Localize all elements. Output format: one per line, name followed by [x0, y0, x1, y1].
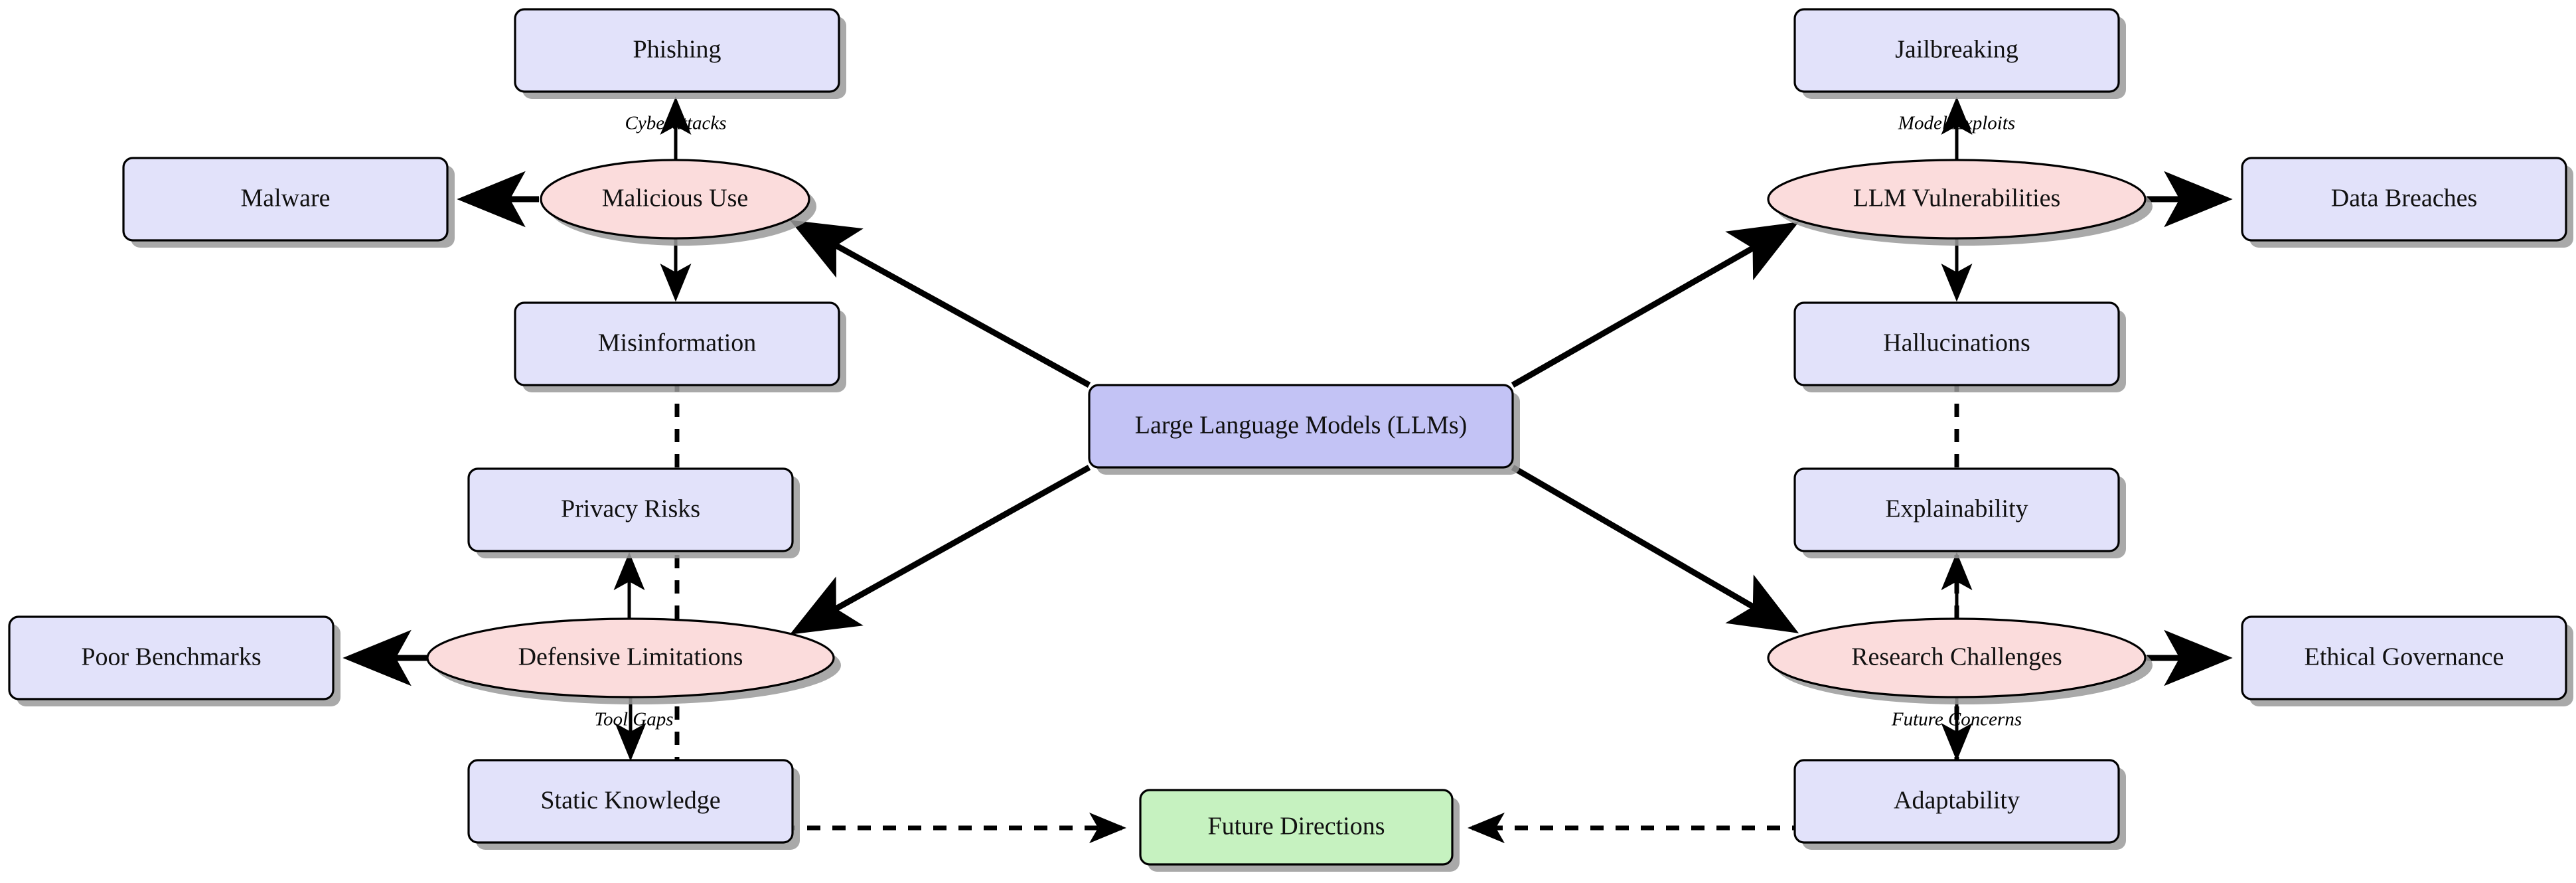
node-ellipse[interactable]	[1767, 159, 2147, 240]
node-label-future: Future Directions	[1207, 813, 1385, 841]
node-label-phishing: Phishing	[633, 36, 721, 64]
node-malware[interactable]: Malware	[122, 157, 455, 248]
edge-label-future-concerns: Future Concerns	[1891, 709, 2022, 730]
node-box[interactable]	[8, 615, 335, 700]
node-box[interactable]	[467, 759, 794, 844]
node-label-static: Static Knowledge	[540, 787, 720, 815]
node-label-breaches: Data Breaches	[2331, 185, 2478, 212]
node-phishing[interactable]: Phishing	[514, 8, 846, 99]
node-label-defensive: Defensive Limitations	[518, 643, 743, 671]
node-box[interactable]	[1793, 301, 2120, 386]
node-box[interactable]	[467, 467, 794, 552]
node-benchmarks[interactable]: Poor Benchmarks	[8, 615, 341, 706]
node-label-adaptability: Adaptability	[1894, 787, 2020, 815]
edge-label-model-exploits: Model Exploits	[1898, 113, 2015, 134]
node-box[interactable]	[1793, 467, 2120, 552]
node-ellipse[interactable]	[1767, 617, 2147, 698]
edge-label-cyberattacks: Cyberattacks	[625, 113, 726, 134]
node-label-explainability: Explainability	[1885, 495, 2028, 523]
node-label-governance: Ethical Governance	[2305, 643, 2504, 671]
edge-llms-to-malicious	[789, 220, 1091, 388]
node-box[interactable]	[1088, 384, 1514, 469]
node-ellipse[interactable]	[540, 159, 810, 240]
node-research[interactable]: Research Challenges	[1767, 617, 2153, 704]
node-adaptability[interactable]: Adaptability	[1793, 759, 2126, 850]
node-privacy[interactable]: Privacy Risks	[467, 467, 800, 558]
node-hallucinations[interactable]: Hallucinations	[1793, 301, 2126, 392]
node-label-malicious: Malicious Use	[602, 185, 749, 212]
node-label-llms: Large Language Models (LLMs)	[1135, 412, 1468, 440]
node-box[interactable]	[2241, 615, 2567, 700]
node-static[interactable]: Static Knowledge	[467, 759, 800, 850]
node-future[interactable]: Future Directions	[1139, 789, 1460, 872]
node-box[interactable]	[122, 157, 449, 242]
node-box[interactable]	[514, 301, 840, 386]
node-label-benchmarks: Poor Benchmarks	[81, 643, 261, 671]
node-label-malware: Malware	[240, 185, 330, 212]
node-llms[interactable]: Large Language Models (LLMs)	[1088, 384, 1520, 475]
node-explainability[interactable]: Explainability	[1793, 467, 2126, 558]
edge-llms-to-defensive	[789, 465, 1091, 635]
node-label-vulnerabilities: LLM Vulnerabilities	[1853, 185, 2061, 212]
node-box[interactable]	[514, 8, 840, 93]
node-ellipse[interactable]	[426, 617, 835, 698]
node-label-research: Research Challenges	[1851, 643, 2062, 671]
node-box[interactable]	[1793, 8, 2120, 93]
node-label-misinformation: Misinformation	[598, 329, 757, 357]
node-governance[interactable]: Ethical Governance	[2241, 615, 2573, 706]
node-breaches[interactable]: Data Breaches	[2241, 157, 2573, 248]
node-vulnerabilities[interactable]: LLM Vulnerabilities	[1767, 159, 2153, 246]
node-box[interactable]	[1793, 759, 2120, 844]
edge-label-tool-gaps: Tool Gaps	[594, 709, 673, 730]
node-label-jailbreaking: Jailbreaking	[1895, 36, 2018, 64]
node-label-hallucinations: Hallucinations	[1883, 329, 2030, 357]
node-malicious[interactable]: Malicious Use	[540, 159, 816, 246]
node-label-privacy: Privacy Risks	[561, 495, 700, 523]
node-jailbreaking[interactable]: Jailbreaking	[1793, 8, 2126, 99]
edge-llms-to-research	[1511, 465, 1799, 633]
node-misinformation[interactable]: Misinformation	[514, 301, 846, 392]
node-box[interactable]	[2241, 157, 2567, 242]
node-box[interactable]	[1139, 789, 1454, 866]
node-defensive[interactable]: Defensive Limitations	[426, 617, 841, 704]
edge-llms-to-vulnerabilities	[1511, 222, 1799, 388]
